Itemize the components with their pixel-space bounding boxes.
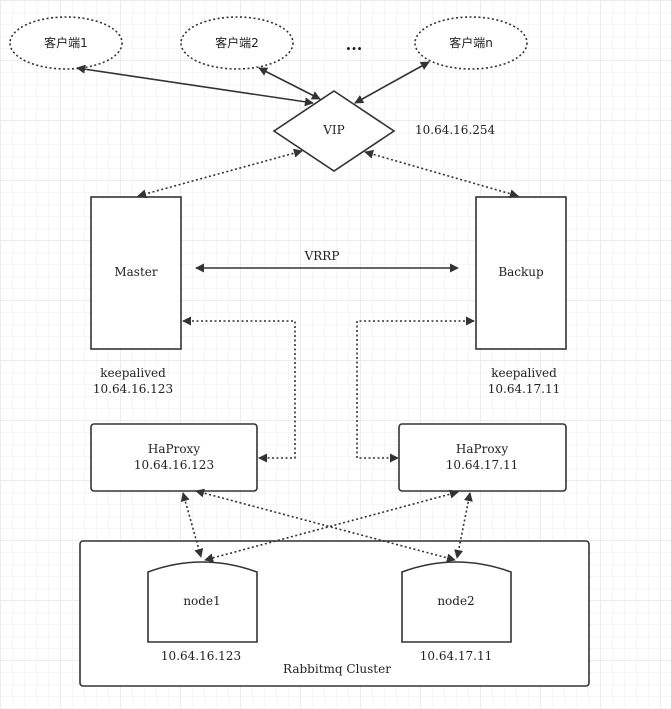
client-n-label: 客户端n: [449, 35, 493, 50]
haproxy-right-node1-arrow: [204, 489, 459, 563]
master-box: [90, 196, 182, 350]
haproxy-right[interactable]: HaProxy 10.64.17.11: [398, 423, 567, 492]
node2[interactable]: node2 10.64.17.11: [401, 561, 512, 663]
node2-address: 10.64.17.11: [420, 649, 493, 663]
client1-vip-arrow: [76, 64, 314, 107]
node1-address: 10.64.16.123: [161, 649, 241, 663]
client2-vip-arrow: [258, 67, 321, 100]
vip-label: VIP: [322, 123, 344, 137]
client-1[interactable]: 客户端1: [9, 16, 123, 70]
master-address: 10.64.16.123: [93, 382, 173, 396]
backup-node[interactable]: Backup: [475, 196, 567, 350]
clientn-vip-arrow: [354, 61, 430, 104]
backup-address: 10.64.17.11: [488, 382, 561, 396]
haproxy-right-node2-arrow: [454, 492, 473, 559]
backup-box: [475, 196, 567, 350]
node2-label: node2: [437, 594, 474, 608]
master-service: keepalived: [100, 366, 166, 380]
haproxy-left-label: HaProxy: [148, 442, 200, 456]
backup-label: Backup: [498, 265, 544, 279]
node1[interactable]: node1 10.64.16.123: [147, 561, 258, 663]
vip-address: 10.64.16.254: [415, 123, 496, 137]
vip-master-arrow: [137, 148, 303, 199]
vip-diamond: [272, 90, 396, 172]
master-label: Master: [114, 265, 158, 279]
vrrp-label: VRRP: [304, 249, 340, 263]
haproxy-right-label: HaProxy: [456, 442, 508, 456]
node2-shape: [401, 561, 512, 643]
master-haproxy-left-arrow: [182, 316, 296, 463]
client-2[interactable]: 客户端2: [180, 16, 294, 70]
vip-backup-arrow: [364, 149, 519, 199]
client-ellipsis: ...: [346, 35, 363, 54]
backup-haproxy-right-arrow: [356, 316, 475, 463]
client-1-label: 客户端1: [44, 35, 88, 50]
client-2-label: 客户端2: [215, 35, 259, 50]
haproxy-left[interactable]: HaProxy 10.64.16.123: [90, 423, 258, 492]
vip-node[interactable]: VIP: [272, 90, 396, 172]
haproxy-left-address: 10.64.16.123: [134, 458, 214, 472]
cluster-label: Rabbitmq Cluster: [283, 662, 391, 676]
backup-service: keepalived: [491, 366, 557, 380]
client-n[interactable]: 客户端n: [414, 16, 528, 70]
haproxy-right-address: 10.64.17.11: [446, 458, 519, 472]
client-2-ellipse: [180, 16, 294, 70]
client-n-ellipse: [414, 16, 528, 70]
client-1-ellipse: [9, 16, 123, 70]
node1-label: node1: [183, 594, 220, 608]
master-node[interactable]: Master: [90, 196, 182, 350]
